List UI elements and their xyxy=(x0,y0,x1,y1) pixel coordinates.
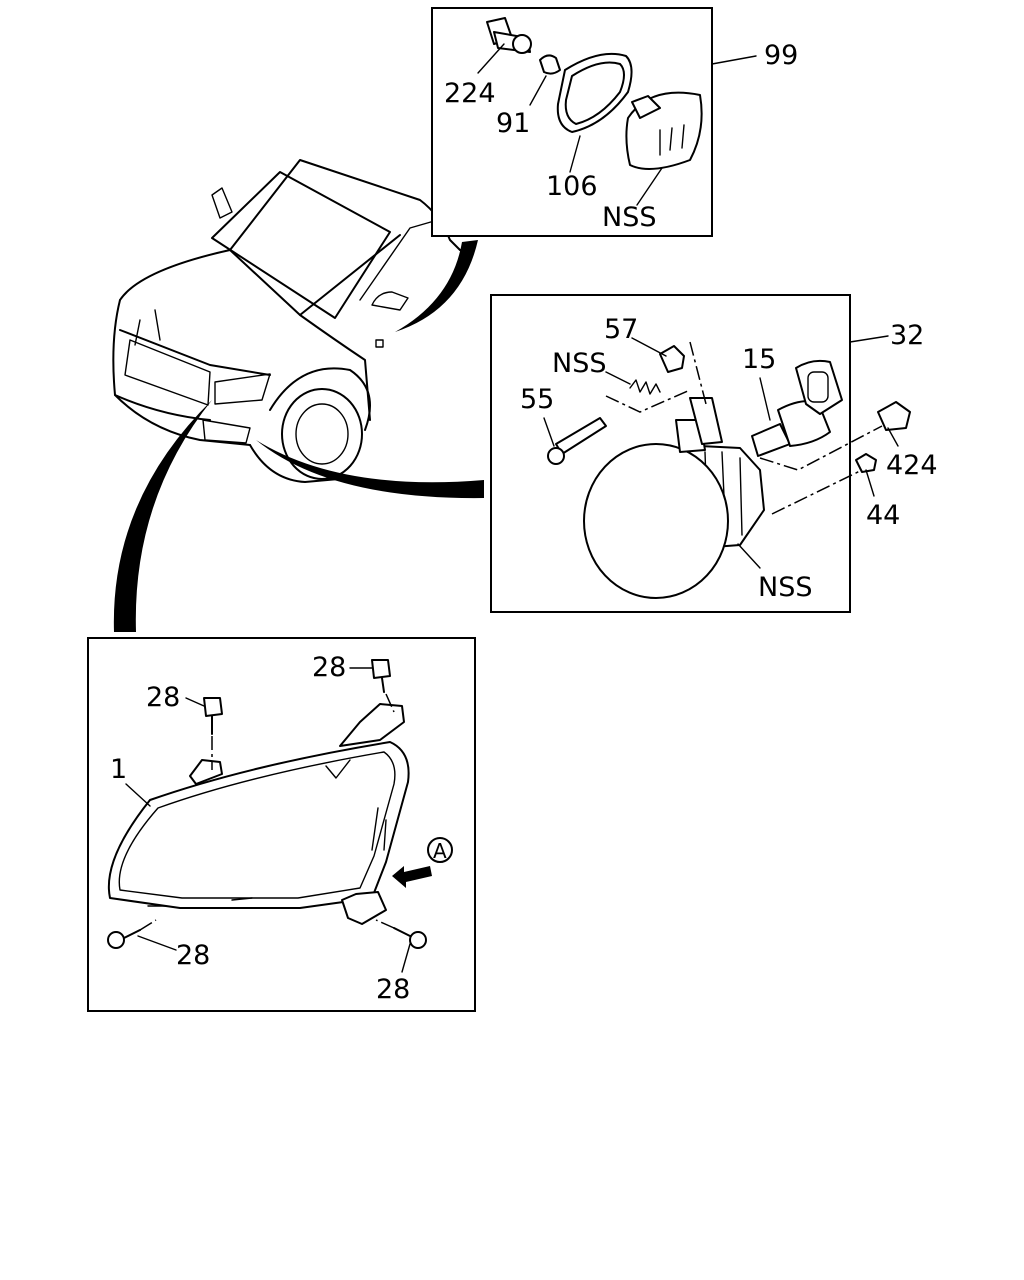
leader-sweep-side xyxy=(395,240,478,332)
headlamp-part xyxy=(107,703,410,925)
vehicle-illustration xyxy=(112,159,461,483)
screw-part xyxy=(547,417,607,465)
callout-28-top-left: 28 xyxy=(146,682,180,713)
callout-57: 57 xyxy=(604,314,638,345)
callout-424: 424 xyxy=(886,450,938,481)
callout-15: 15 xyxy=(742,344,776,375)
socket-part xyxy=(486,17,532,54)
bolt-bottom-right xyxy=(393,927,427,949)
grommet-part xyxy=(877,401,911,431)
nut-part xyxy=(855,453,877,473)
side-lens-part xyxy=(625,91,703,170)
callout-106: 106 xyxy=(546,171,598,202)
view-marker-a: A xyxy=(433,839,447,863)
callout-44: 44 xyxy=(866,500,900,531)
view-arrow-a: A xyxy=(392,837,453,888)
bolt-top-right xyxy=(371,659,391,693)
fog-bulb-part xyxy=(751,359,843,457)
callout-224: 224 xyxy=(444,78,496,109)
spring-part xyxy=(629,379,661,395)
callout-28-bottom-left: 28 xyxy=(176,940,210,971)
leader-sweep-fog xyxy=(256,440,484,499)
clip-part xyxy=(659,345,685,373)
bolt-top-left xyxy=(203,697,223,735)
bolt-bottom-left xyxy=(107,929,141,949)
callout-1: 1 xyxy=(110,754,127,785)
callout-99: 99 xyxy=(764,40,798,71)
callout-55: 55 xyxy=(520,384,554,415)
callout-nss-side-lens: NSS xyxy=(602,202,656,233)
leader-sweep-headlamp xyxy=(113,400,212,632)
side-bulb-part xyxy=(539,54,561,75)
callout-nss-fog-bracket: NSS xyxy=(758,572,812,603)
callout-28-top-right: 28 xyxy=(312,652,346,683)
callout-28-bottom-right: 28 xyxy=(376,974,410,1005)
fog-lamp-body xyxy=(583,397,765,599)
callout-32: 32 xyxy=(890,320,924,351)
gasket-part xyxy=(556,52,633,133)
callout-nss-spring: NSS xyxy=(552,348,606,379)
callout-91: 91 xyxy=(496,108,530,139)
